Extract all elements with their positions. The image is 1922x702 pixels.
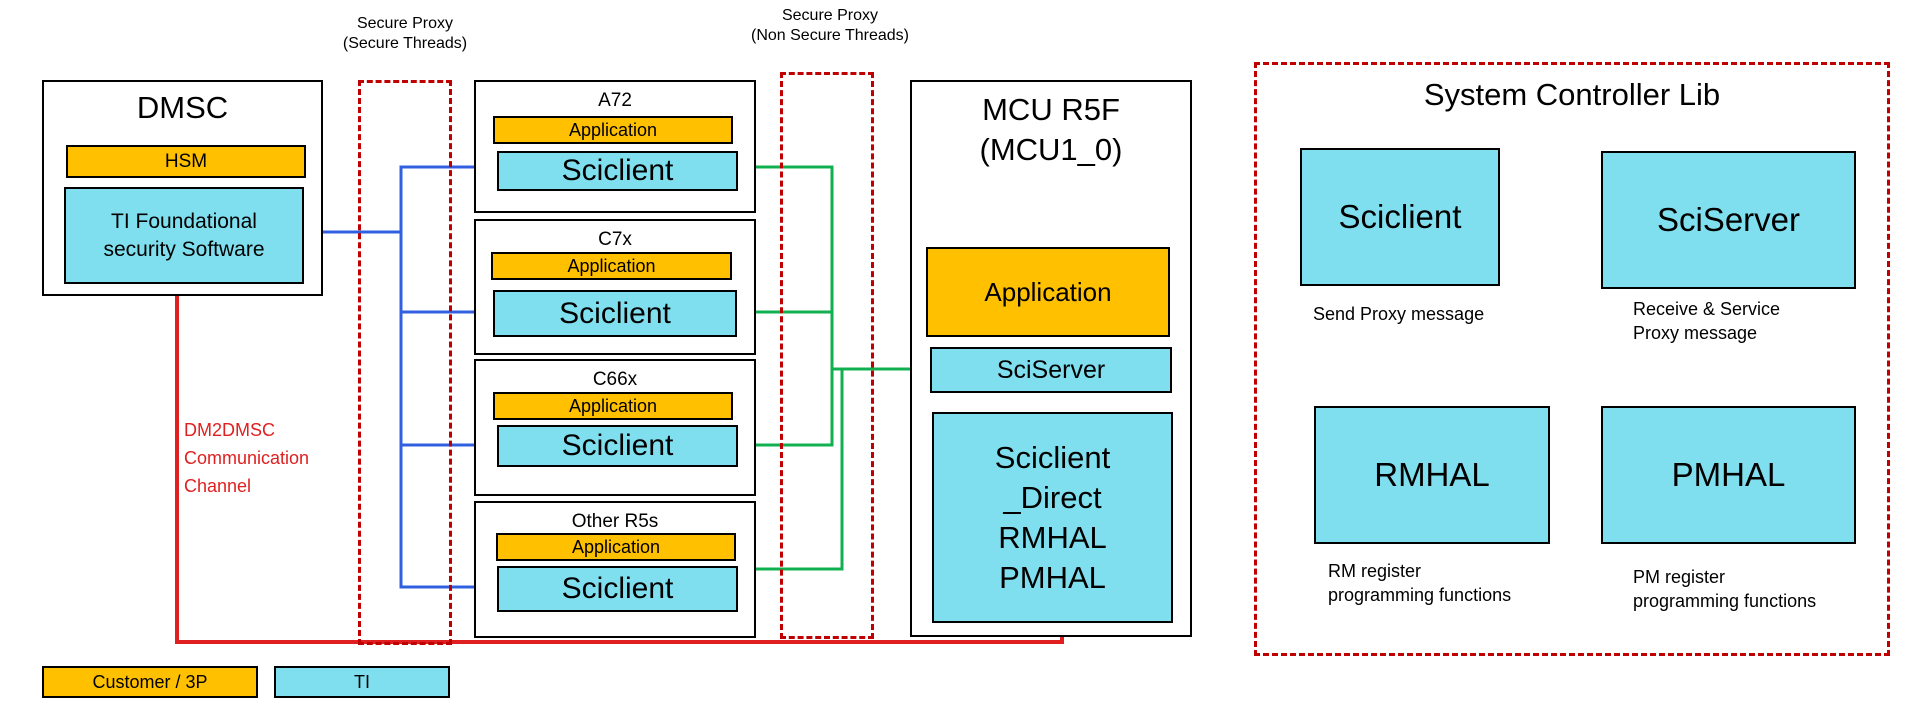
- core-name: Other R5s: [571, 511, 659, 532]
- lib-sciclient-desc: Send Proxy message: [1313, 302, 1484, 326]
- dm2dmsc-channel-line: [175, 292, 1064, 644]
- mcu-title: MCU R5F (MCU1_0): [912, 90, 1190, 170]
- lib-desc-line: Proxy message: [1633, 323, 1758, 343]
- dmsc-title: DMSC: [136, 90, 229, 125]
- application-block: Application: [493, 392, 733, 420]
- mcu-direct-block: Sciclient _Direct RMHAL PMHAL: [932, 412, 1173, 623]
- nonsecure-proxy-label-line: Secure Proxy: [781, 7, 879, 24]
- lib-desc-line: programming functions: [1633, 591, 1817, 611]
- core-name: A72: [598, 90, 632, 111]
- sciclient-block: Sciclient: [493, 290, 737, 337]
- secure-proxy-label: Secure Proxy (Secure Threads): [320, 14, 490, 54]
- lib-sciserver-desc: Receive & Service Proxy message: [1633, 297, 1780, 345]
- core-block-a72: A72: [474, 80, 756, 213]
- mcu-title-line: MCU R5F: [982, 92, 1120, 127]
- tifs-block: TI Foundational security Software: [64, 187, 304, 284]
- sciclient-block: Sciclient: [497, 566, 738, 612]
- mcu-direct-line: _Direct: [1003, 479, 1102, 515]
- tifs-label-line: security Software: [103, 237, 265, 261]
- lib-desc-line: Receive & Service: [1633, 299, 1781, 319]
- nonsecure-proxy-label: Secure Proxy (Non Secure Threads): [720, 6, 940, 46]
- lib-rmhal-block: RMHAL: [1314, 406, 1550, 544]
- dm2dmsc-label: DM2DMSC Communication Channel: [184, 416, 309, 500]
- lib-sciserver-block: SciServer: [1601, 151, 1856, 289]
- lib-rmhal-desc: RM register programming functions: [1328, 559, 1511, 607]
- lib-pmhal-desc: PM register programming functions: [1633, 565, 1816, 613]
- application-block: Application: [491, 252, 732, 280]
- legend-ti: TI: [274, 666, 450, 698]
- lib-desc-line: programming functions: [1328, 585, 1512, 605]
- lib-sciclient-block: Sciclient: [1300, 148, 1500, 286]
- core-name: C7x: [598, 229, 632, 250]
- legend-customer: Customer / 3P: [42, 666, 258, 698]
- hsm-block: HSM: [66, 145, 306, 178]
- sciclient-block: Sciclient: [497, 151, 738, 191]
- lib-desc-line: RM register: [1328, 561, 1422, 581]
- sciclient-block: Sciclient: [497, 425, 738, 467]
- core-name: C66x: [592, 369, 638, 390]
- mcu-sciserver-block: SciServer: [930, 347, 1172, 393]
- application-block: Application: [496, 533, 736, 561]
- secure-proxy-region: [358, 80, 452, 645]
- mcu-direct-line: Sciclient: [994, 439, 1111, 475]
- lib-pmhal-block: PMHAL: [1601, 406, 1856, 544]
- dm2dmsc-label-line: Channel: [184, 476, 252, 496]
- application-block: Application: [493, 116, 733, 144]
- dm2dmsc-label-line: DM2DMSC: [184, 420, 276, 440]
- nonsecure-proxy-label-line: (Non Secure Threads): [751, 27, 909, 44]
- secure-proxy-label-line: Secure Proxy: [356, 15, 454, 32]
- mcu-direct-line: PMHAL: [999, 559, 1106, 595]
- system-controller-lib-region: System Controller Lib: [1254, 62, 1890, 656]
- lib-title: System Controller Lib: [1423, 77, 1721, 112]
- mcu-direct-line: RMHAL: [998, 519, 1107, 555]
- mcu-application-block: Application: [926, 247, 1170, 337]
- nonsecure-proxy-region: [780, 72, 874, 639]
- lib-desc-line: Send Proxy message: [1313, 304, 1485, 324]
- mcu-title-line: (MCU1_0): [979, 132, 1123, 167]
- tifs-label-line: TI Foundational: [111, 209, 257, 233]
- lib-desc-line: PM register: [1633, 567, 1726, 587]
- secure-proxy-label-line: (Secure Threads): [342, 35, 468, 52]
- dm2dmsc-label-line: Communication: [184, 448, 310, 468]
